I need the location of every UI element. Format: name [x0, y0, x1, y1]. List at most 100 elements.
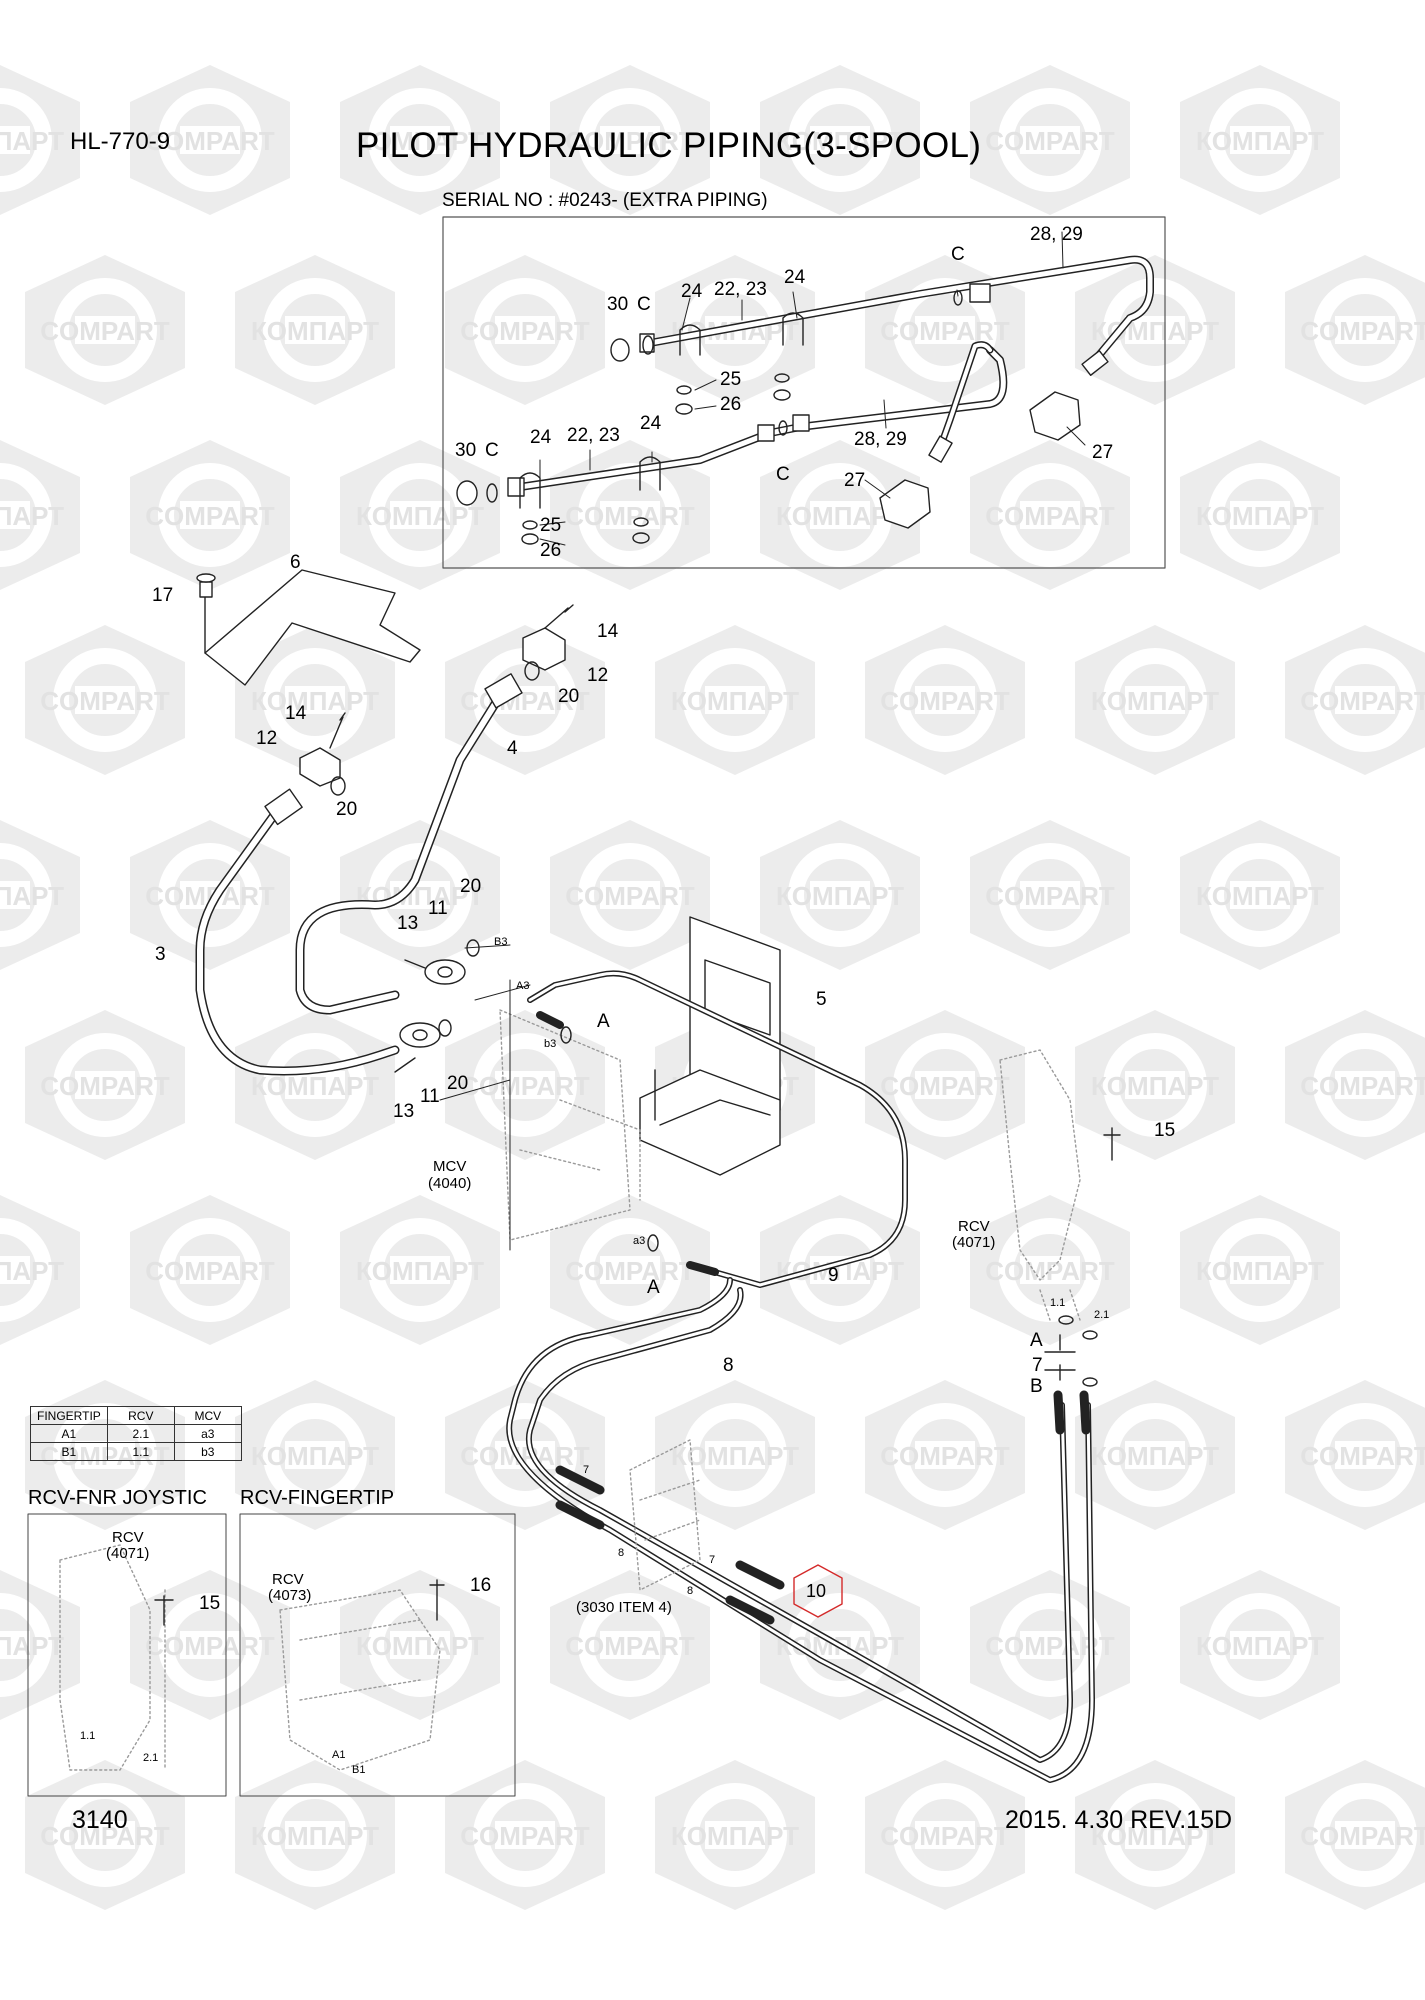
rcv-fittings: [1044, 1127, 1121, 1387]
callout-20: 20: [558, 686, 579, 707]
watermark-text: КОМПАРТ: [1196, 501, 1324, 531]
watermark-text: КОМПАРТ: [1091, 1071, 1219, 1101]
callout-25: 25: [720, 369, 741, 390]
watermark-text: COMPART: [880, 1071, 1010, 1101]
watermark-text: COMPART: [460, 1071, 590, 1101]
table-header: RCV: [106, 1406, 175, 1425]
table-cell: B1: [30, 1442, 108, 1461]
watermark-text: КОМПАРТ: [251, 686, 379, 716]
extra-pipe-upper: [610, 255, 1154, 376]
table-cell: a3: [173, 1424, 242, 1443]
watermark-text: COMPART: [880, 686, 1010, 716]
fingertip-rcv-label: RCV: [272, 1571, 304, 1588]
watermark-text: COMPART: [985, 126, 1115, 156]
watermark-text: COMPART: [565, 501, 695, 531]
port-1-1: 1.1: [1050, 1297, 1065, 1309]
callout-11: 11: [428, 898, 448, 919]
watermark-text: COMPART: [40, 316, 170, 346]
watermark-text: КОМПАРТ: [1091, 1821, 1219, 1851]
rcv-4071-label: (4071): [952, 1234, 995, 1251]
watermark-text: COMPART: [145, 1256, 275, 1286]
callout-22-23: 22, 23: [567, 425, 620, 446]
callout-5: 5: [816, 989, 827, 1010]
callout-C: C: [485, 440, 499, 461]
watermark-text: COMPART: [145, 126, 275, 156]
port-8: 8: [618, 1547, 624, 1559]
watermark-text: КОМПАРТ: [251, 1821, 379, 1851]
bracket-5: [639, 916, 781, 1176]
watermark-text: COMPART: [1300, 1821, 1425, 1851]
table-header: FINGERTIP: [30, 1406, 108, 1425]
callout-A: A: [647, 1277, 660, 1298]
mcv-bracket-lines: [439, 944, 531, 1251]
watermark-text: КОМПАРТ: [356, 501, 484, 531]
port-B1: B1: [352, 1764, 365, 1776]
hose-9: [527, 970, 908, 1288]
watermark-text: КОМПАРТ: [251, 316, 379, 346]
watermark-text: COMPART: [145, 501, 275, 531]
watermark-text: КОМПАРТ: [1196, 126, 1324, 156]
watermark-text: COMPART: [565, 1256, 695, 1286]
fingertip-screw-16: [429, 1579, 445, 1621]
callout-24: 24: [640, 413, 662, 434]
callout-24: 24: [784, 267, 806, 288]
watermark-text: COMPART: [1300, 1071, 1425, 1101]
item-3030-label: (3030 ITEM 4): [576, 1599, 672, 1616]
port-2-1: 2.1: [1094, 1309, 1109, 1321]
callout-13: 13: [397, 913, 418, 934]
watermark-text: COMPART: [1300, 1441, 1425, 1471]
watermark-text: COMPART: [985, 1256, 1115, 1286]
watermark-text: КОМПАРТ: [0, 881, 64, 911]
port-A1: A1: [332, 1749, 345, 1761]
callout-28-29: 28, 29: [1030, 224, 1083, 245]
callout-12: 12: [256, 728, 277, 749]
watermark-text: COMPART: [460, 686, 590, 716]
callout-6: 6: [290, 552, 301, 573]
watermark-text: COMPART: [985, 881, 1115, 911]
hoses-7-8: [506, 1277, 1095, 1783]
callout-13: 13: [393, 1101, 414, 1122]
watermark-text: КОМПАРТ: [1091, 686, 1219, 716]
section-title-fingertip: RCV-FINGERTIP: [240, 1487, 395, 1509]
callout-12: 12: [587, 665, 608, 686]
watermark-text: COMPART: [985, 501, 1115, 531]
callout-26: 26: [720, 394, 741, 415]
leader-lines-upper: [539, 231, 1086, 546]
watermark-text: COMPART: [40, 686, 170, 716]
callout-27: 27: [1092, 442, 1113, 463]
watermark-text: COMPART: [460, 316, 590, 346]
fnr-section-frame: [27, 1513, 227, 1797]
fnr-screw-15: [154, 1595, 174, 1626]
callout-4: 4: [507, 738, 518, 759]
fnr-rcv-label: RCV: [112, 1529, 144, 1546]
callout-27: 27: [844, 470, 865, 491]
callout-C: C: [776, 464, 790, 485]
watermark-text: COMPART: [565, 126, 695, 156]
fingertip-section-frame: [239, 1513, 516, 1797]
model-number: HL-770-9: [70, 128, 171, 155]
watermark-text: КОМПАРТ: [0, 126, 64, 156]
mcv-valve: [499, 1009, 641, 1241]
callout-14: 14: [285, 703, 307, 724]
table-header-row: FINGERTIP RCV MCV: [30, 1406, 242, 1425]
revision-date: 2015. 4.30 REV.15D: [1005, 1806, 1233, 1834]
watermark-text: COMPART: [565, 881, 695, 911]
callout-9: 9: [828, 1265, 839, 1286]
fingertip-rcv-dotted: [629, 1439, 701, 1591]
pipe-3: [195, 788, 400, 1076]
watermark-text: КОМПАРТ: [671, 686, 799, 716]
port-A3: A3: [516, 980, 529, 992]
callout-20: 20: [460, 876, 481, 897]
watermark-text: COMPART: [565, 1631, 695, 1661]
callout-3: 3: [155, 944, 166, 965]
callout-10: 10: [806, 1581, 826, 1601]
extra-pipe-lower: [456, 341, 1008, 506]
watermark-text: КОМПАРТ: [0, 1256, 64, 1286]
fingertip-inset-dotted: [279, 1589, 441, 1771]
callout-25: 25: [540, 515, 561, 536]
callout-24: 24: [530, 427, 552, 448]
port-mapping-table: FINGERTIP RCV MCV A1 2.1 a3 B1 1.1 b3: [30, 1406, 242, 1461]
port-7: 7: [583, 1464, 589, 1476]
